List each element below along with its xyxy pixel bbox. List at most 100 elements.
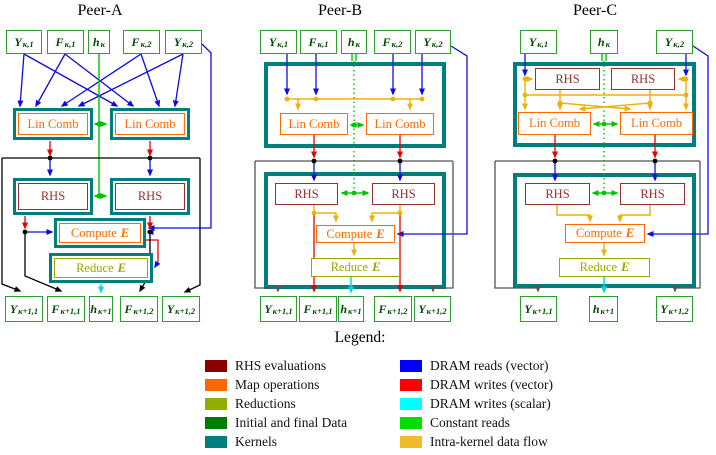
var-sub: κ+1,1 [60,305,81,316]
legend-label: Intra-kernel data flow [430,434,548,449]
legend-label: Initial and final Data [235,415,348,430]
block-var: E [120,225,130,240]
rhs-block: RHS [115,183,185,210]
var-main: h [92,35,100,49]
var-sub: κ+1 [600,305,615,316]
lin-comb-block: Lin Comb [280,113,348,135]
legend-label: RHS evaluations [235,358,327,373]
kernel-box-b2 [264,172,446,289]
legend-item-initial-final-data: Initial and final Data [205,416,347,430]
peer-a-title: Peer-A [77,2,123,19]
lin-comb-block: Lin Comb [518,112,591,135]
legend-label: DRAM reads (vector) [430,358,549,373]
block-label: Compute [575,226,622,241]
var-sub: κ+1,2 [668,305,689,316]
block-var: E [117,260,126,275]
var-sub: κ,2 [182,38,194,49]
var-main: Y [166,302,175,316]
var-sub: κ+1,1 [312,305,333,316]
legend-item-dram-writes-scalar: DRAM writes (scalar) [400,397,551,411]
rhs-block: RHS [18,183,88,210]
var-main: Y [664,35,673,49]
var-main: F [303,302,312,316]
rhs-block: RHS [535,68,600,90]
legend-item-kernels: Kernels [205,435,277,449]
var-sub: κ+1,2 [175,305,196,316]
legend-label: Reductions [235,396,296,411]
legend-swatch-kernels [205,435,227,448]
legend-swatch-constant-reads [400,416,422,429]
var-sub: κ,1 [537,38,549,49]
lin-comb-block: Lin Comb [18,113,88,135]
legend-label: Map operations [235,377,320,392]
peer-c-title: Peer-C [572,2,618,19]
var-main: Y [418,302,426,316]
var-main: h [597,35,605,49]
peer-a-lincomb-right-kernel: Lin Comb [110,108,190,140]
var-main: Y [268,35,277,49]
legend-label: DRAM writes (scalar) [430,396,551,411]
block-var: E [376,226,385,241]
peer-b-title: Peer-B [317,2,363,19]
rhs-block: RHS [611,68,675,90]
var-sub: κ+1 [98,305,112,316]
kernel-box-b1 [264,62,446,148]
var-sub: κ,1 [277,38,289,49]
legend-item-map-operations: Map operations [205,378,319,392]
var-main: h [340,302,348,316]
legend-item-reductions: Reductions [205,397,296,411]
lin-comb-block: Lin Comb [115,113,185,135]
var-sub: κ,1 [22,38,34,49]
var-sub: κ [100,38,106,49]
legend-swatch-dram-writes-vector [400,378,422,391]
legend-swatch-intra-kernel-data-flow [400,435,422,448]
var-main: Y [9,302,18,316]
legend-item-intra-kernel-data-flow: Intra-kernel data flow [400,435,548,449]
var-main: Y [423,35,431,49]
block-var: E [625,226,635,241]
var-main: F [131,35,140,49]
legend-swatch-dram-writes-scalar [400,397,422,410]
var-main: Y [524,302,532,316]
kernel-box-c1 [513,62,696,147]
rhs-block: RHS [372,183,435,205]
var-sub: κ [355,38,361,49]
lin-comb-block: Lin Comb [620,112,693,135]
peer-a-rhs-right-kernel: RHS [110,178,190,215]
block-label: Compute [70,225,117,240]
peer-a-lincomb-left-kernel: Lin Comb [13,108,93,140]
var-main: h [592,302,600,316]
legend-item-dram-writes-vector: DRAM writes (vector) [400,378,553,392]
legend-swatch-map-operations [205,378,227,391]
var-main: F [308,35,317,49]
var-sub: κ,2 [391,38,403,49]
var-sub: κ+1,1 [272,305,293,316]
var-sub: κ+1,2 [133,305,154,316]
legend-swatch-dram-reads-vector [400,359,422,372]
var-main: Y [660,302,668,316]
var-sub: κ [605,38,611,49]
rhs-block: RHS [620,183,685,205]
